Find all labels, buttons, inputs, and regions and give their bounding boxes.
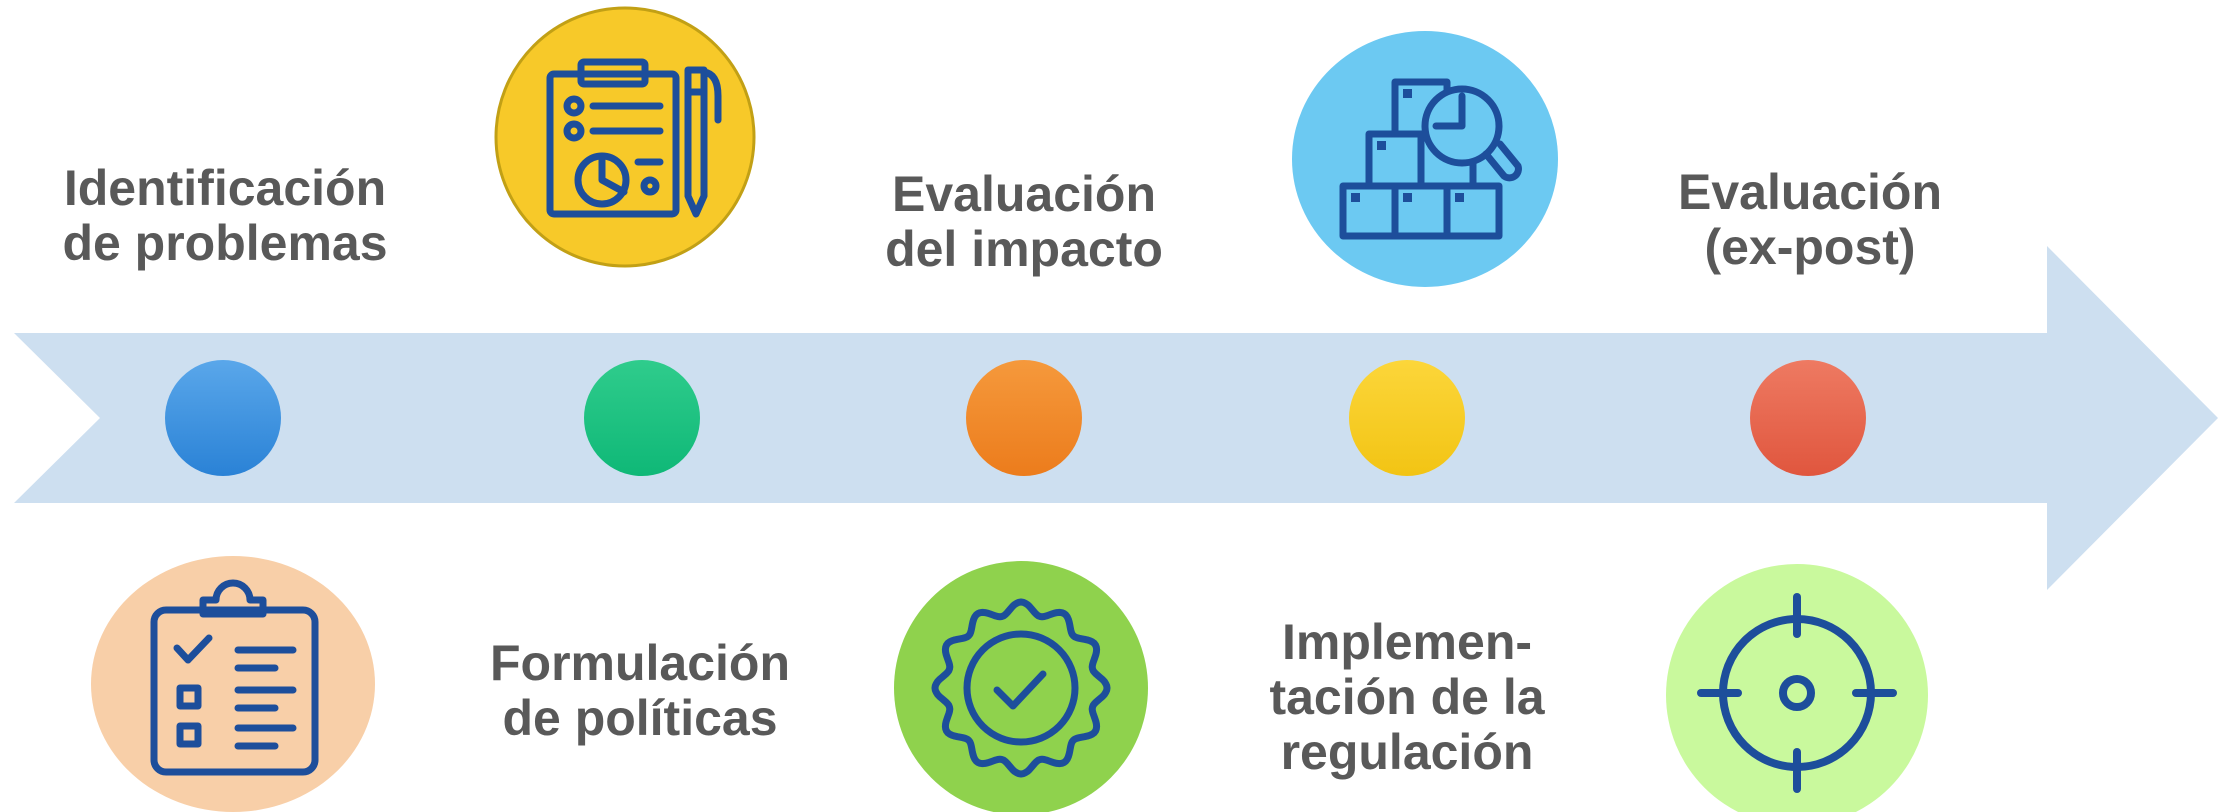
stage-dot-formulacion (584, 360, 700, 476)
stage-label-line: Evaluación (1678, 164, 1942, 220)
stage-label-line: de problemas (62, 215, 388, 271)
stage-dot-evaluacion-impacto (966, 360, 1082, 476)
stage-label-line: Identificación (63, 160, 387, 216)
target-crosshair-icon (1666, 564, 1928, 812)
stage-label-line: de políticas (502, 690, 778, 746)
stage-label-evaluacion-impacto: Evaluación del impacto (784, 167, 1264, 277)
stage-label-implementacion: Implemen- tación de la regulación (1167, 615, 1647, 780)
stage-label-formulacion: Formulación de políticas (400, 636, 880, 746)
stage-label-line: regulación (1280, 724, 1534, 780)
clipboard-checklist-icon (91, 556, 375, 812)
stage-label-line: Evaluación (892, 166, 1156, 222)
approval-badge-icon (894, 561, 1148, 812)
stage-label-line: Implemen- (1281, 614, 1533, 670)
stage-label-line: (ex-post) (1704, 219, 1916, 275)
stage-label-identificacion: Identificación de problemas (0, 161, 450, 271)
stage-dot-implementacion (1349, 360, 1465, 476)
stage-label-line: tación de la (1269, 669, 1545, 725)
stage-dots (165, 360, 1866, 476)
stage-label-evaluacion-ex-post: Evaluación (ex-post) (1570, 165, 2050, 275)
boxes-magnifier-icon (1292, 31, 1558, 287)
stage-dot-identificacion (165, 360, 281, 476)
timeline-arrow (14, 246, 2218, 590)
stage-label-line: Formulación (489, 635, 791, 691)
stage-dot-evaluacion-ex-post (1750, 360, 1866, 476)
stage-label-line: del impacto (885, 221, 1163, 277)
report-pen-chart-icon (494, 6, 756, 268)
